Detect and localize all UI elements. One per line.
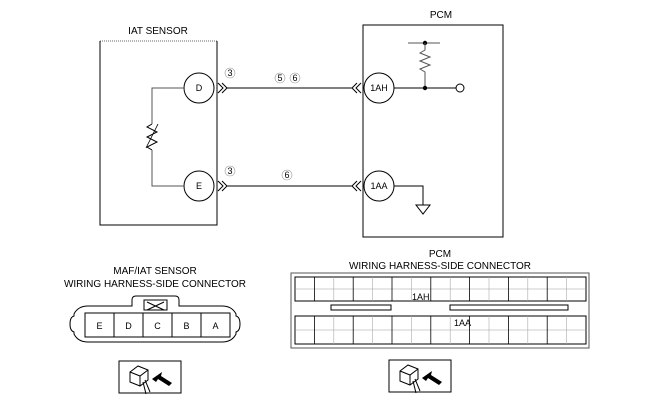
- pcm-connector-title-2: WIRING HARNESS-SIDE CONNECTOR: [349, 261, 531, 272]
- thermistor-variable-arrow: [145, 123, 159, 149]
- maf-iat-connector-title-2: WIRING HARNESS-SIDE CONNECTOR: [64, 279, 246, 290]
- svg-text:6: 6: [284, 170, 289, 180]
- pin-label-b: B: [183, 321, 189, 331]
- harness-side-view-icon-left: [118, 360, 182, 395]
- pin-label-c: C: [154, 321, 161, 331]
- pin-label-a: A: [212, 321, 218, 331]
- wire-ref-top-5: 5: [274, 72, 286, 84]
- wire-ref-bottom-6: 6: [281, 169, 293, 181]
- svg-text:3: 3: [227, 68, 232, 78]
- pcm-box: [362, 24, 504, 238]
- maf-iat-connector-latch: [143, 299, 168, 311]
- pcm-ground-line: [394, 185, 424, 205]
- connector-chevron-d: [217, 82, 228, 94]
- maf-iat-connector-housing: [69, 295, 241, 343]
- wire-ref-e-side: 3: [224, 165, 236, 177]
- terminal-1ah-label: 1AH: [370, 83, 388, 93]
- signal-terminal-icon: [455, 83, 465, 93]
- pin-label-e: E: [96, 321, 102, 331]
- thermistor-icon: [145, 123, 159, 151]
- wire-ref-d-side: 3: [224, 67, 236, 79]
- pcm-pin-1ah-label: 1AH: [412, 292, 430, 302]
- latch-cross-icon: [146, 301, 165, 311]
- svg-text:5: 5: [277, 73, 282, 83]
- terminal-d-label: D: [196, 83, 203, 93]
- pin-label-d: D: [125, 321, 132, 331]
- svg-text:3: 3: [227, 166, 232, 176]
- pcm-connector-frame: [290, 272, 590, 349]
- pcm-pin-1aa-label: 1AA: [454, 318, 471, 328]
- terminal-1aa-label: 1AA: [370, 181, 387, 191]
- pcm-connector-title-1: PCM: [429, 249, 451, 260]
- pcm-connector-grid: [294, 276, 587, 345]
- ground-icon: [414, 204, 432, 215]
- iat-sensor-box: [99, 41, 218, 226]
- pcm-key-slot-left: [330, 304, 392, 311]
- harness-side-view-icon-right: [388, 359, 452, 394]
- iat-internal-wire-top: [151, 87, 184, 124]
- junction-dot-bottom: [422, 85, 428, 91]
- pullup-resistor-icon: [418, 43, 432, 88]
- terminal-e-label: E: [196, 181, 202, 191]
- connector-chevron-1ah: [351, 82, 362, 94]
- svg-text:6: 6: [292, 73, 297, 83]
- connector-chevron-e: [217, 180, 228, 192]
- maf-iat-connector-title-1: MAF/IAT SENSOR: [113, 266, 197, 277]
- maf-iat-pin-row: [84, 312, 231, 338]
- wire-ref-top-6: 6: [289, 72, 301, 84]
- pcm-title: PCM: [430, 10, 452, 21]
- pcm-key-slot-right: [449, 304, 569, 311]
- iat-internal-wire-bottom: [151, 150, 184, 187]
- connector-chevron-1aa: [351, 180, 362, 192]
- iat-sensor-title: IAT SENSOR: [128, 26, 188, 37]
